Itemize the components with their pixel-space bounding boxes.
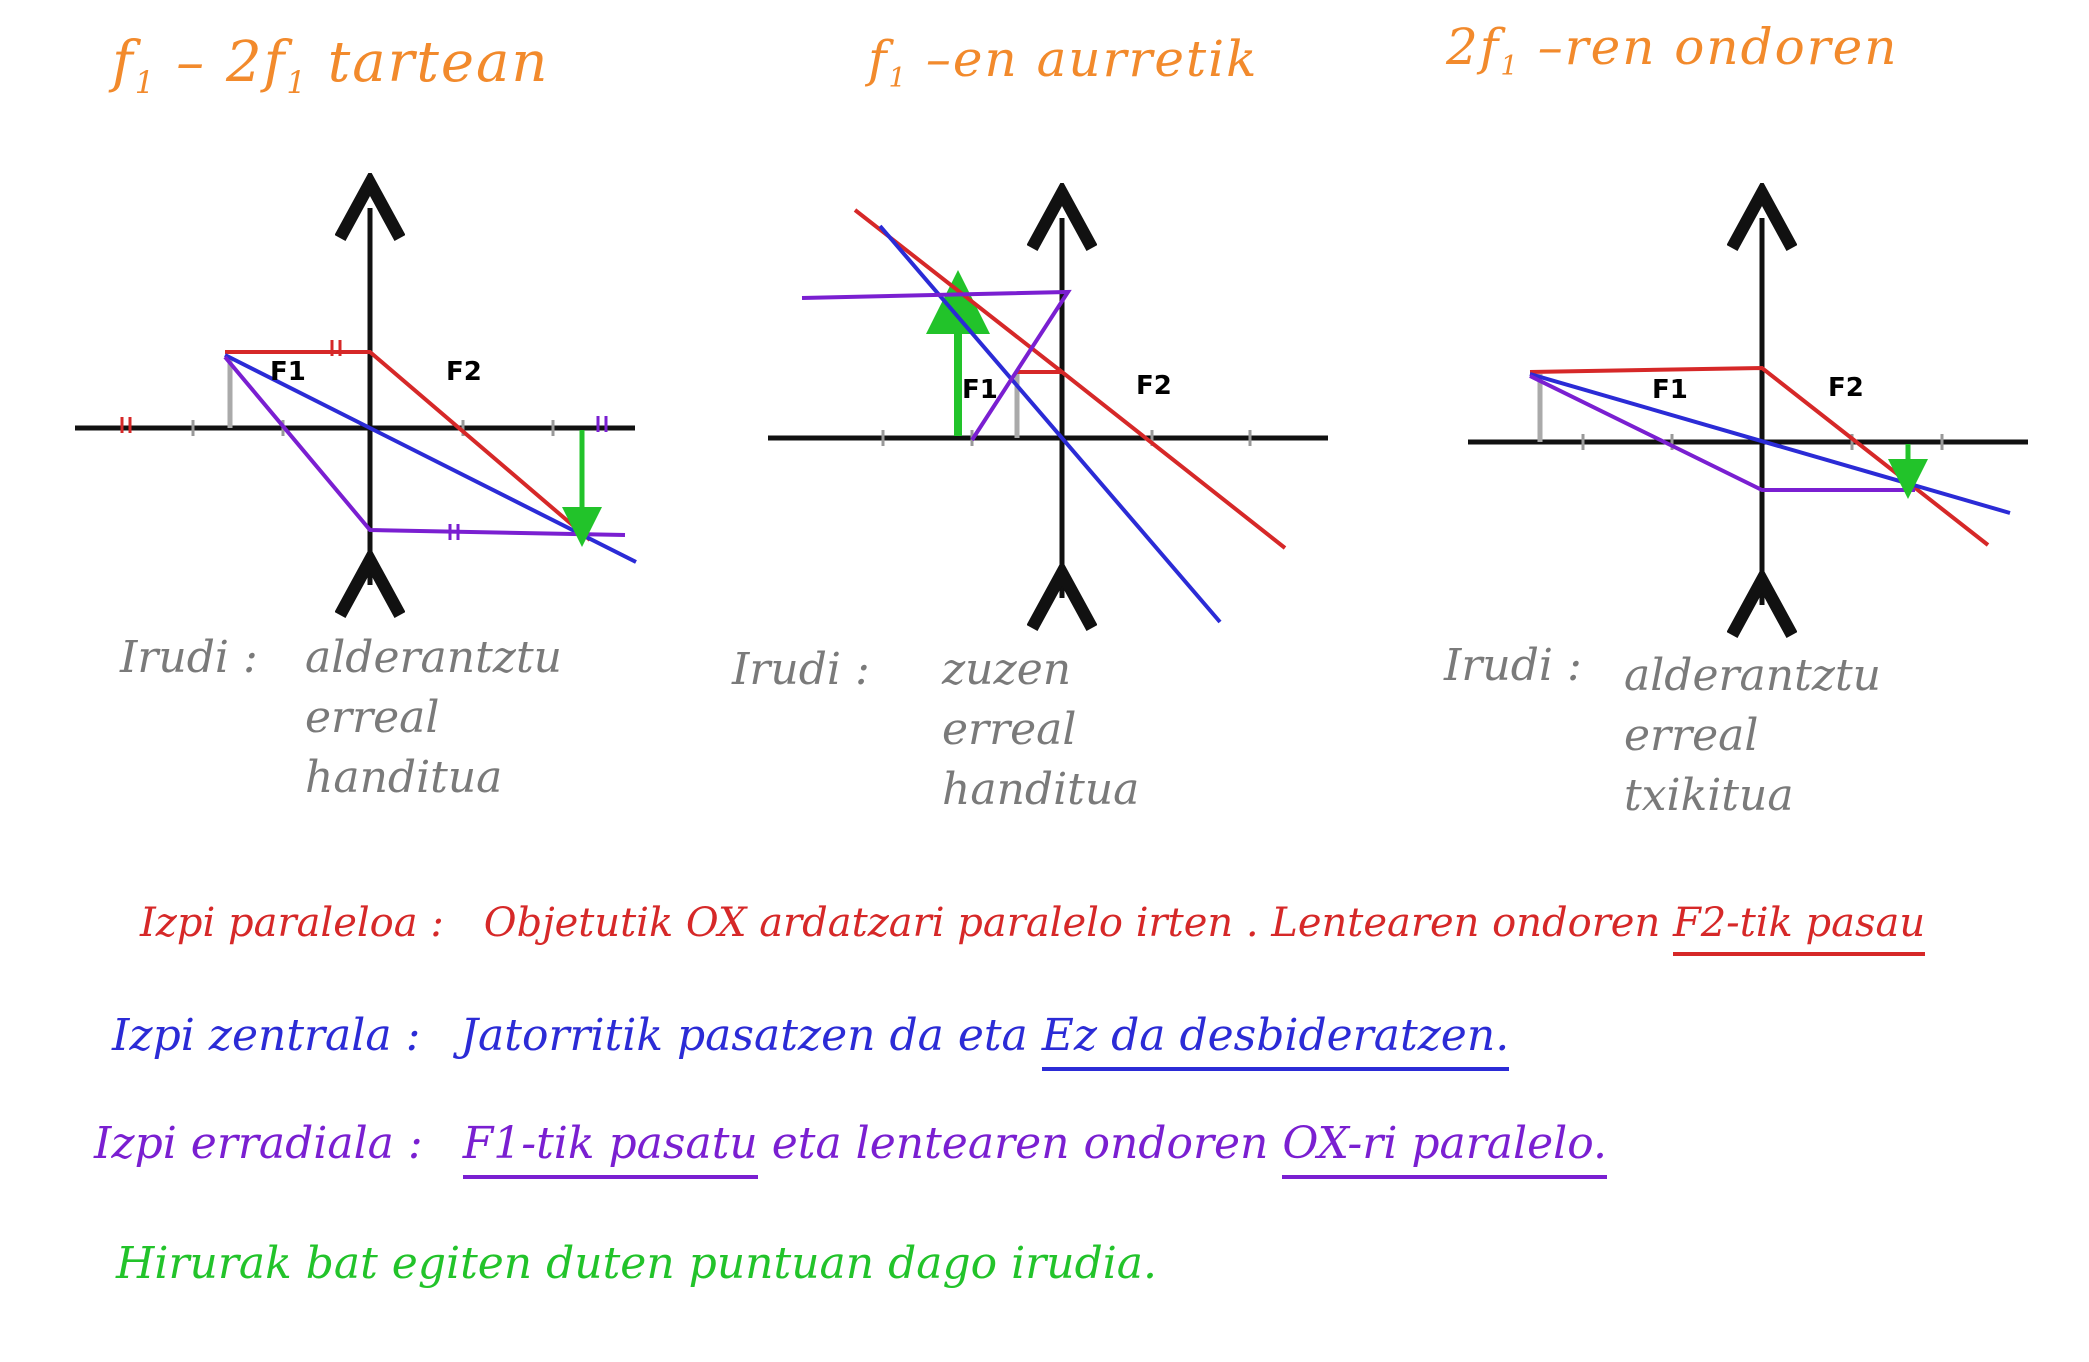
- caption-value: alderantztu: [305, 632, 562, 683]
- rule-head: Izpi zentrala :: [112, 1010, 421, 1061]
- rule-conclusion: Hirurak bat egiten duten puntuan dago ir…: [116, 1238, 1157, 1289]
- rule-text: eta lentearen ondoren: [757, 1118, 1283, 1169]
- radial-ray: [1529, 374, 1915, 492]
- rule-head: Izpi erradiala :: [94, 1118, 423, 1169]
- rule-text: Jatorritik pasatzen da eta: [460, 1010, 1042, 1061]
- diagram-3-title: 2f1 –ren ondoren: [1446, 18, 1899, 82]
- diagram-1-title: f1 – 2f1 tartean: [112, 30, 550, 102]
- caption-value: alderantztu: [1624, 650, 1881, 701]
- caption-value: handitua: [942, 764, 1140, 815]
- caption-value: erreal: [942, 704, 1077, 755]
- f2-label: F2: [1828, 373, 1864, 403]
- f2-label: F2: [1136, 371, 1172, 401]
- diagram-2-caption: Irudi : zuzen erreal handitua: [732, 640, 1212, 830]
- caption-label: Irudi :: [1444, 640, 1582, 691]
- rule-underlined: F2-tik pasau: [1672, 900, 1926, 956]
- rule-parallel: Izpi paraleloa : Objetutik OX ardatzari p…: [140, 900, 1926, 956]
- radial-ray: [801, 289, 1072, 442]
- central-ray: [1529, 372, 2011, 515]
- caption-value: erreal: [1624, 710, 1759, 761]
- radial-ray: [223, 355, 626, 537]
- diagram-3: F1 F2: [1468, 218, 2028, 605]
- diagram-1-caption: Irudi : alderantztu erreal handitua: [120, 628, 600, 818]
- conclusion-text: Hirurak bat egiten duten puntuan dago ir…: [116, 1238, 1158, 1289]
- f2-label: F2: [446, 357, 482, 387]
- diagram-2: F1 F2: [768, 210, 1328, 622]
- parallel-ray-backtrace: [853, 208, 1287, 550]
- rule-underlined-2: OX-ri paralelo.: [1282, 1118, 1607, 1179]
- caption-value: erreal: [305, 692, 440, 743]
- diagram-3-caption: Irudi : alderantztu erreal txikitua: [1444, 636, 1924, 826]
- caption-value: zuzen: [942, 644, 1072, 695]
- diagram-1: F1 F2: [75, 208, 637, 585]
- f1-label: F1: [962, 375, 998, 405]
- f1-label: F1: [270, 357, 306, 387]
- f1-label: F1: [1652, 375, 1688, 405]
- caption-value: txikitua: [1624, 770, 1794, 821]
- caption-value: handitua: [305, 752, 503, 803]
- rule-underlined: Ez da desbideratzen.: [1041, 1010, 1510, 1071]
- caption-label: Irudi :: [120, 632, 258, 683]
- rule-head: Izpi paraleloa :: [140, 900, 444, 946]
- rule-radial: Izpi erradiala : F1-tik pasatu eta lentea…: [94, 1118, 1607, 1179]
- rule-central: Izpi zentrala : Jatorritik pasatzen da et…: [112, 1010, 1510, 1071]
- caption-label: Irudi :: [732, 644, 870, 695]
- rule-underlined-1: F1-tik pasatu: [462, 1118, 758, 1179]
- central-ray: [878, 224, 1222, 624]
- parallel-ray: [225, 350, 592, 542]
- diagram-2-title: f1 –en aurretik: [868, 30, 1259, 94]
- rule-text: Objetutik OX ardatzari paralelo irten . …: [483, 900, 1673, 946]
